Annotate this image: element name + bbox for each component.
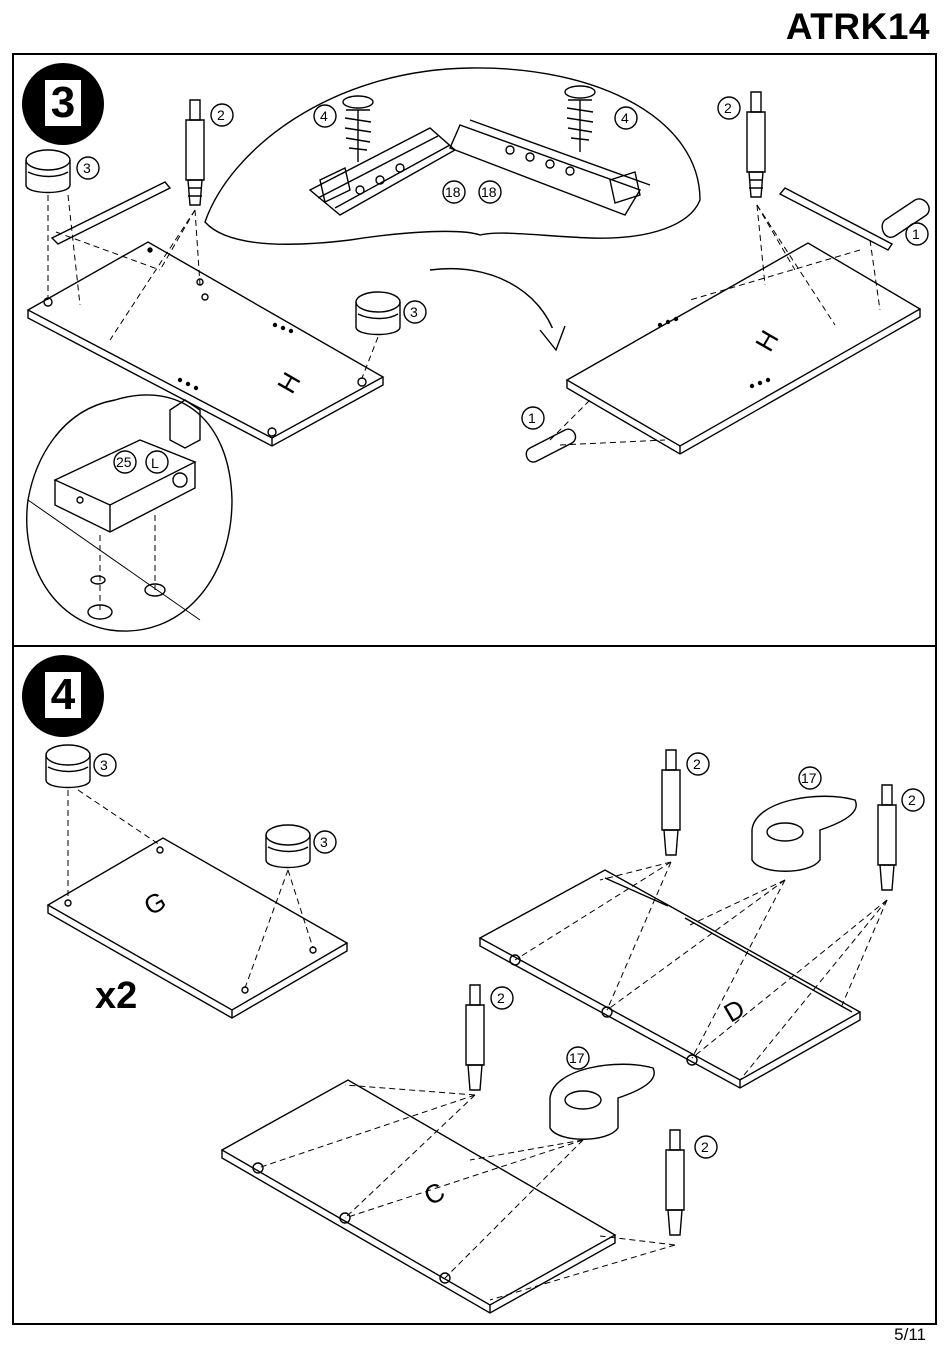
callout-1-right: 1 — [912, 226, 920, 242]
panel-letter-l: L — [151, 455, 159, 471]
cam-lock-3-step4-left — [46, 745, 90, 788]
callout-25: 25 — [116, 454, 132, 470]
callout-18-left: 18 — [445, 184, 461, 200]
guide-lines-step4 — [68, 790, 887, 1300]
wood-dowel-1-bottom — [526, 429, 575, 462]
callout-2-step4-a: 2 — [693, 756, 701, 772]
panel-letter-h-right: H — [749, 325, 784, 356]
dowel-bolt-2-right — [747, 92, 765, 197]
transition-arrow — [430, 269, 555, 335]
callout-4-right: 4 — [621, 110, 629, 126]
dowel-bolt-2-step4-c — [466, 985, 484, 1090]
rail-left-18 — [310, 128, 455, 215]
detail-bubble-top — [205, 68, 700, 244]
callouts-step4: 3 3 2 17 2 2 17 2 — [94, 753, 924, 1158]
dowel-bolt-2-step4-d — [666, 1130, 684, 1235]
detail-bubble-bottom — [27, 395, 232, 631]
callout-17-upper: 17 — [801, 770, 817, 786]
cam-lock-3-left — [26, 150, 70, 193]
quantity-label: x2 — [95, 975, 137, 1018]
callout-18-right: 18 — [481, 184, 497, 200]
callout-1-bottom: 1 — [528, 410, 536, 426]
callout-2-left: 2 — [217, 107, 225, 123]
panel-c — [222, 1080, 615, 1313]
cam-17-upper — [752, 796, 856, 871]
screw-4-left — [343, 96, 373, 162]
cam-17-lower — [550, 1064, 654, 1139]
callout-2-step4-b: 2 — [908, 792, 916, 808]
callout-2-right: 2 — [724, 100, 732, 116]
dowel-bolt-2-left — [186, 100, 204, 205]
panel-letter-g: G — [139, 885, 172, 921]
callout-3-step4-left: 3 — [100, 757, 108, 773]
callout-2-step4-d: 2 — [701, 1139, 709, 1155]
panel-letter-h-left: H — [271, 367, 306, 398]
panel-h-right — [567, 243, 920, 454]
panel-h-left — [28, 242, 383, 446]
callout-4-left: 4 — [320, 108, 328, 124]
callout-17-lower: 17 — [569, 1050, 585, 1066]
callout-3-mid: 3 — [410, 304, 418, 320]
panel-letter-c: C — [419, 1176, 450, 1211]
page-number: 5/11 — [894, 1325, 926, 1345]
cam-lock-3-mid — [356, 292, 400, 335]
rail-right-18 — [450, 120, 650, 215]
callout-2-step4-c: 2 — [497, 990, 505, 1006]
dowel-bolt-2-step4-b — [878, 785, 896, 890]
rail-small-right — [780, 188, 892, 250]
rail-small-left — [52, 182, 170, 244]
cam-lock-3-step4-mid — [266, 825, 310, 868]
panel-g — [48, 838, 347, 1018]
panel-d — [480, 870, 860, 1088]
dowel-bolt-2-step4-a — [662, 750, 680, 855]
screw-4-right — [565, 86, 595, 152]
callout-3-step4-mid: 3 — [320, 834, 328, 850]
callout-3-left: 3 — [83, 160, 91, 176]
